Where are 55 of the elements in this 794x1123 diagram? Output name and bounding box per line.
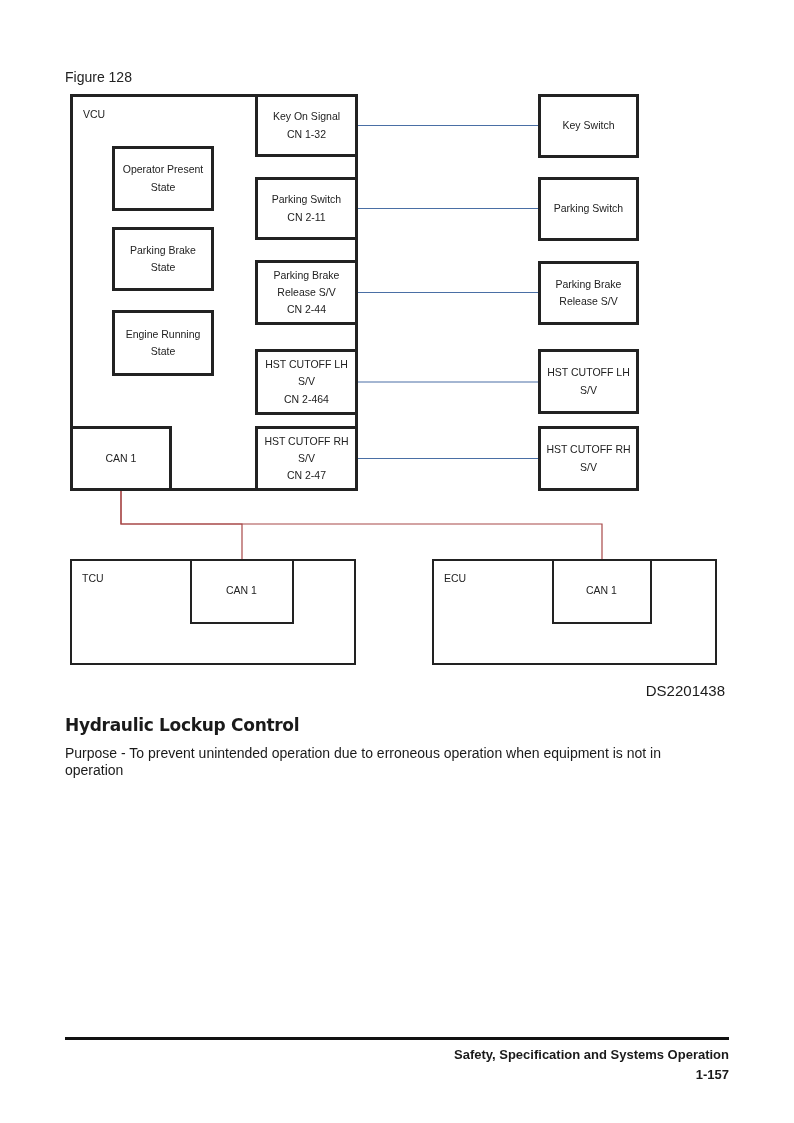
- connection-line: [357, 124, 539, 127]
- component-box: [538, 426, 639, 491]
- page-number: 1-157: [694, 1066, 729, 1083]
- port-label: CAN 1: [586, 583, 617, 599]
- controller-module-box: [432, 559, 717, 665]
- connection-line: [357, 291, 539, 294]
- figure-code: DS2201438: [644, 682, 725, 700]
- pin-label: Parking Brake Release S/V: [272, 267, 341, 300]
- state-box: [112, 146, 214, 211]
- pin-label: Key On Signal: [272, 109, 341, 125]
- port-label: CAN 1: [105, 450, 137, 466]
- connector-pin-box: [255, 349, 358, 415]
- port-label: CAN 1: [226, 583, 257, 599]
- figure-title: Figure 128: [65, 69, 132, 85]
- component-label: HST CUTOFF LH S/V: [546, 365, 631, 398]
- pin-label: CN 2-47: [286, 468, 327, 484]
- connector-pin-box: [255, 260, 358, 325]
- pin-label: HST CUTOFF LH S/V: [264, 357, 349, 390]
- component-label: Key Switch: [562, 118, 615, 134]
- connector-pin-box: [255, 426, 358, 491]
- controller-module-box: [70, 559, 356, 665]
- pin-label: CN 1-32: [286, 126, 327, 142]
- connector-pin-box: [255, 177, 358, 240]
- state-box: [112, 310, 214, 376]
- component-label: Parking Brake Release S/V: [554, 276, 623, 309]
- state-label: Operator Present State: [121, 162, 205, 195]
- module-label: TCU: [82, 571, 104, 586]
- pin-label: CN 2-11: [287, 209, 326, 225]
- section-heading: Hydraulic Lockup Control: [65, 715, 301, 736]
- component-box: [538, 261, 639, 325]
- can-port-box: [551, 558, 652, 624]
- connection-line: [357, 457, 539, 460]
- connector-pin-box: [255, 94, 358, 157]
- component-box: [538, 349, 639, 414]
- connection-line: [120, 490, 603, 560]
- pin-label: CN 2-464: [284, 391, 329, 407]
- module-label: VCU: [83, 107, 106, 122]
- footer-section-title: Safety, Specification and Systems Operation: [453, 1046, 729, 1063]
- component-box: [538, 177, 639, 241]
- controller-module-box: [70, 94, 358, 491]
- module-label: ECU: [444, 571, 467, 586]
- connection-line: [357, 207, 539, 210]
- component-label: HST CUTOFF RH S/V: [545, 442, 632, 475]
- pin-label: Parking Switch: [271, 192, 342, 208]
- component-box: [538, 94, 639, 158]
- can-port-box: [70, 426, 172, 491]
- can-port-box: [189, 558, 294, 624]
- pin-label: HST CUTOFF RH S/V: [263, 433, 350, 466]
- component-label: Parking Switch: [553, 201, 624, 217]
- state-label: Engine Running State: [124, 326, 202, 359]
- pin-label: CN 2-44: [286, 302, 327, 318]
- purpose-paragraph: Purpose - To prevent unintended operation due to erroneous operation when equipment is not in operation: [65, 745, 662, 779]
- state-box: [112, 227, 214, 291]
- state-label: Parking Brake State: [129, 242, 197, 275]
- connection-line: [357, 381, 539, 383]
